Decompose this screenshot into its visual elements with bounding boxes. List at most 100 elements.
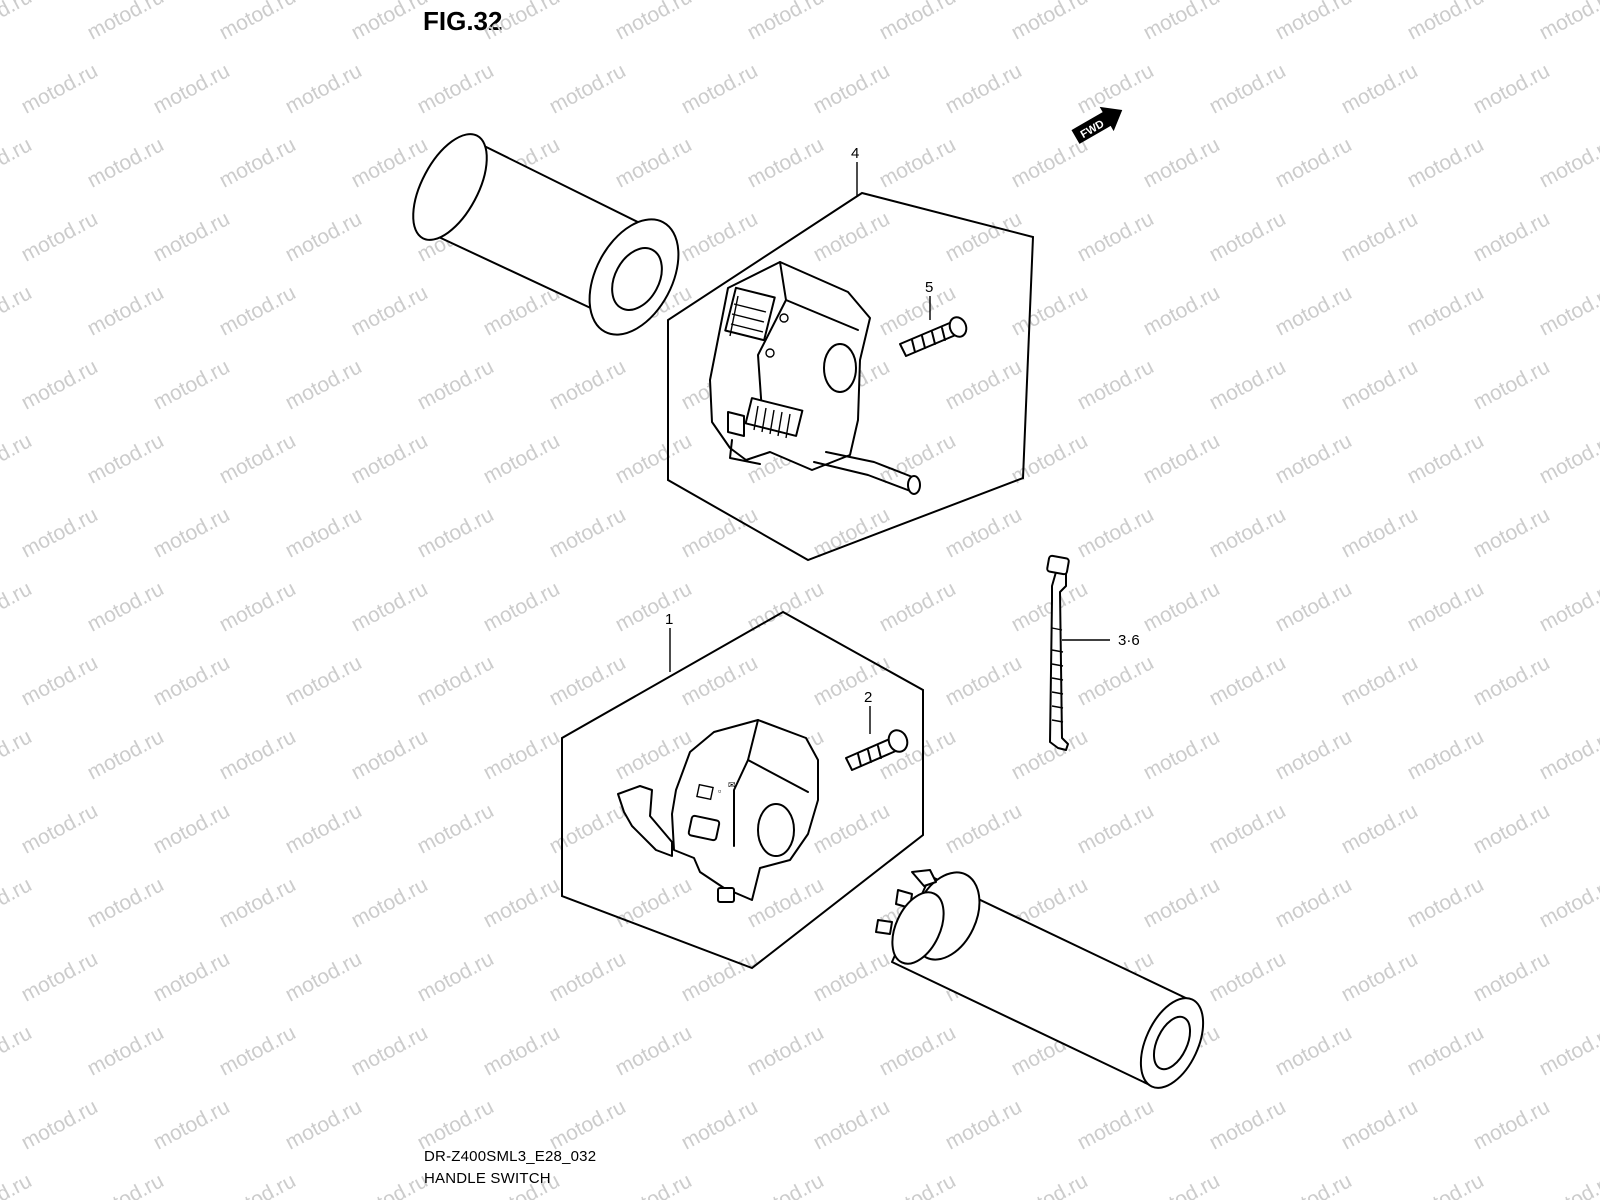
watermark-text: motod.ru xyxy=(348,1021,432,1080)
diagram-caption: HANDLE SWITCH xyxy=(424,1170,551,1187)
watermark-text: motod.ru xyxy=(1074,799,1158,858)
watermark-text: motod.ru xyxy=(1404,873,1488,932)
watermark-text: motod.ru xyxy=(1338,355,1422,414)
model-code: DR-Z400SML3_E28_032 xyxy=(424,1148,597,1165)
watermark-text: motod.ru xyxy=(546,947,630,1006)
watermark-text: motod.ru xyxy=(1140,133,1224,192)
watermark-text: motod.ru xyxy=(1008,0,1092,44)
watermark-text: motod.ru xyxy=(150,1095,234,1154)
watermark-text: motod.ru xyxy=(1272,1169,1356,1200)
watermark-text: motod.ru xyxy=(84,1021,168,1080)
watermark-text: motod.ru xyxy=(1404,0,1488,44)
cable-clamp xyxy=(1046,554,1070,751)
watermark-text: motod.ru xyxy=(150,207,234,266)
watermark-text: motod.ru xyxy=(1140,873,1224,932)
watermark-text: motod.ru xyxy=(216,577,300,636)
watermark-text: motod.ru xyxy=(1272,133,1356,192)
watermark-text: motod.ru xyxy=(150,503,234,562)
watermark-text: motod.ru xyxy=(216,133,300,192)
watermark-text: motod.ru xyxy=(744,133,828,192)
watermark-text: motod.ru xyxy=(1074,355,1158,414)
watermark-text: motod.ru xyxy=(1140,0,1224,44)
callout-3-6: 3·6 xyxy=(1118,632,1140,649)
right-throttle-grip xyxy=(875,869,1205,1089)
watermark-text: motod.ru xyxy=(1470,355,1554,414)
watermark-text: motod.ru xyxy=(414,799,498,858)
watermark-text: motod.ru xyxy=(678,651,762,710)
watermark-text: motod.ru xyxy=(0,1021,36,1080)
watermark-text: motod.ru xyxy=(1536,281,1600,340)
watermark-text: motod.ru xyxy=(84,429,168,488)
watermark-text: motod.ru xyxy=(744,0,828,44)
watermark-text: motod.ru xyxy=(612,429,696,488)
watermark-text: motod.ru xyxy=(546,59,630,118)
watermark-text: motod.ru xyxy=(1272,0,1356,44)
watermark-text: motod.ru xyxy=(1338,503,1422,562)
watermark-text: motod.ru xyxy=(348,133,432,192)
watermark-text: motod.ru xyxy=(1338,207,1422,266)
watermark-text: motod.ru xyxy=(876,1169,960,1200)
watermark-text: motod.ru xyxy=(1140,429,1224,488)
watermark-text: motod.ru xyxy=(1206,799,1290,858)
watermark-text: motod.ru xyxy=(1272,577,1356,636)
watermark-text: motod.ru xyxy=(1470,59,1554,118)
watermark-text: motod.ru xyxy=(1404,429,1488,488)
callout-4: 4 xyxy=(851,145,859,162)
watermark-text: motod.ru xyxy=(282,59,366,118)
watermark-text: motod.ru xyxy=(1206,207,1290,266)
watermark-text: motod.ru xyxy=(612,1169,696,1200)
watermark-text: motod.ru xyxy=(1404,133,1488,192)
watermark-text: motod.ru xyxy=(1272,1021,1356,1080)
watermark-text: motod.ru xyxy=(1536,429,1600,488)
left-switch-kit-outline xyxy=(667,191,1035,562)
watermark-text: motod.ru xyxy=(84,133,168,192)
watermark-text: motod.ru xyxy=(1404,1169,1488,1200)
watermark-text: motod.ru xyxy=(810,59,894,118)
watermark-text: motod.ru xyxy=(1074,503,1158,562)
watermark-text: motod.ru xyxy=(282,799,366,858)
watermark-text: motod.ru xyxy=(18,355,102,414)
svg-text:▫: ▫ xyxy=(718,786,721,796)
watermark-text: motod.ru xyxy=(414,947,498,1006)
watermark-text: motod.ru xyxy=(0,1169,36,1200)
callout-2: 2 xyxy=(864,689,872,706)
watermark-text: motod.ru xyxy=(1404,725,1488,784)
watermark-text: motod.ru xyxy=(612,577,696,636)
watermark-text: motod.ru xyxy=(1206,1095,1290,1154)
watermark-text: motod.ru xyxy=(150,947,234,1006)
watermark-text: motod.ru xyxy=(216,1169,300,1200)
watermark-text: motod.ru xyxy=(84,577,168,636)
watermark-text: motod.ru xyxy=(546,503,630,562)
watermark-text: motod.ru xyxy=(216,873,300,932)
watermark-text: motod.ru xyxy=(84,1169,168,1200)
watermark-text: motod.ru xyxy=(1140,1169,1224,1200)
watermark-text: motod.ru xyxy=(282,503,366,562)
watermark-text: motod.ru xyxy=(1470,799,1554,858)
watermark-text: motod.ru xyxy=(480,873,564,932)
watermark-text: motod.ru xyxy=(1206,355,1290,414)
watermark-text: motod.ru xyxy=(1470,503,1554,562)
watermark-text: motod.ru xyxy=(678,59,762,118)
watermark-text: motod.ru xyxy=(480,0,564,44)
watermark-text: motod.ru xyxy=(84,873,168,932)
fwd-label: FWD xyxy=(1079,118,1107,141)
watermark-text: motod.ru xyxy=(348,429,432,488)
watermark-text: motod.ru xyxy=(348,0,432,44)
watermark-text: motod.ru xyxy=(546,1095,630,1154)
watermark-text: motod.ru xyxy=(1272,429,1356,488)
watermark-text: motod.ru xyxy=(1536,725,1600,784)
watermark-text: motod.ru xyxy=(1206,651,1290,710)
right-switch-kit-outline xyxy=(561,610,924,970)
watermark-text: motod.ru xyxy=(0,725,36,784)
watermark-text: motod.ru xyxy=(216,0,300,44)
watermark-text: motod.ru xyxy=(1470,1095,1554,1154)
watermark-text: motod.ru xyxy=(480,577,564,636)
watermark-text: motod.ru xyxy=(744,1169,828,1200)
watermark-text: motod.ru xyxy=(612,133,696,192)
watermark-text: motod.ru xyxy=(744,1021,828,1080)
watermark-text: motod.ru xyxy=(942,799,1026,858)
watermark-text: motod.ru xyxy=(0,429,36,488)
watermark-text: motod.ru xyxy=(84,281,168,340)
